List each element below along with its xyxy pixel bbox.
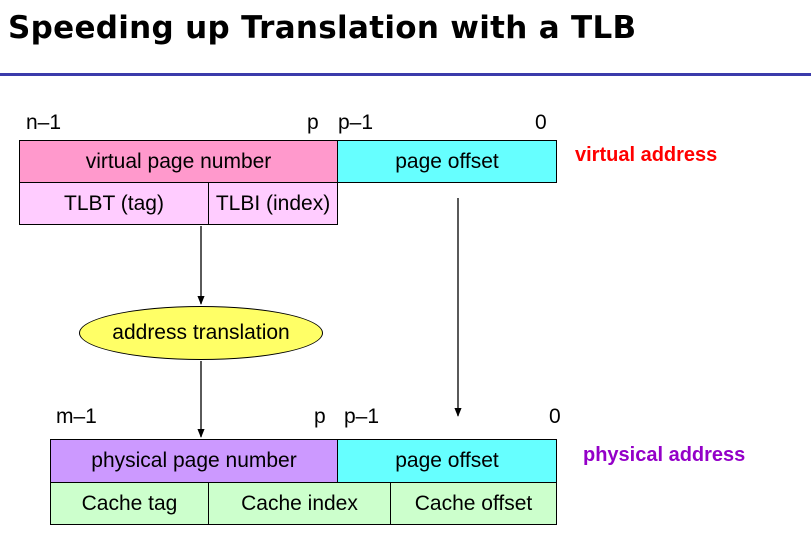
physical-address-caption: physical address: [583, 444, 746, 466]
tlbi-index-field: TLBI (index): [208, 182, 338, 225]
virtual-address-caption: virtual address: [575, 144, 718, 166]
virtual-page-offset-field: page offset: [337, 140, 557, 183]
virtual-bit-p-minus-1-label: p–1: [338, 111, 374, 134]
virtual-bit-p-label: p: [307, 111, 319, 134]
cache-index-field: Cache index: [208, 482, 391, 525]
address-translation-ellipse: address translation: [79, 306, 323, 360]
virtual-bit-zero-label: 0: [535, 111, 547, 134]
cache-tag-field: Cache tag: [50, 482, 209, 525]
cache-offset-field: Cache offset: [390, 482, 557, 525]
physical-bit-zero-label: 0: [549, 405, 561, 428]
physical-bit-p-minus-1-label: p–1: [344, 405, 380, 428]
physical-bit-p-label: p: [314, 405, 326, 428]
physical-page-offset-field: page offset: [337, 439, 557, 483]
physical-bit-high-label: m–1: [56, 405, 97, 428]
title-divider: [0, 73, 811, 76]
virtual-bit-high-label: n–1: [26, 111, 62, 134]
slide-title: Speeding up Translation with a TLB: [8, 10, 637, 46]
